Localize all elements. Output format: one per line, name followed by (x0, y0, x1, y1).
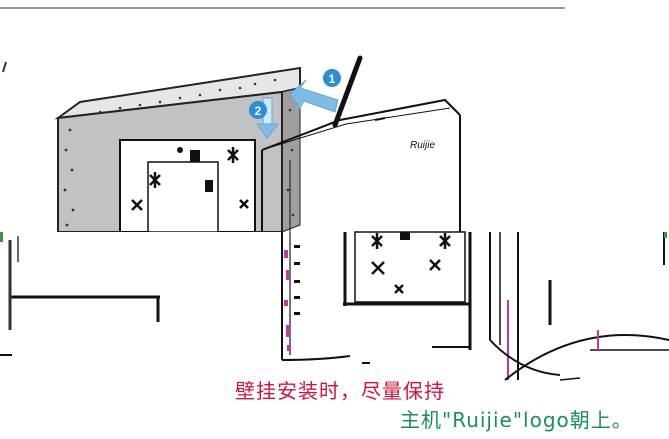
step-2-badge (249, 101, 267, 119)
artifact-band (0, 231, 669, 382)
step-2-arrow: 2 (249, 97, 280, 139)
step-1-arrow: 1 (289, 69, 341, 113)
svg-text:1: 1 (329, 72, 336, 86)
step-1-badge (323, 69, 341, 87)
ruijie-logo: Ruijie (410, 140, 435, 151)
stray-mark (2, 61, 7, 73)
caption-line-2: 主机"Ruijie"logo朝上。 (400, 408, 633, 432)
mounting-bracket (119, 139, 256, 233)
antenna (332, 55, 363, 128)
caption-line-1: 壁挂安装时，尽量保持 (235, 379, 445, 403)
access-point-device: Ruijie (261, 55, 461, 232)
svg-text:2: 2 (255, 104, 262, 118)
